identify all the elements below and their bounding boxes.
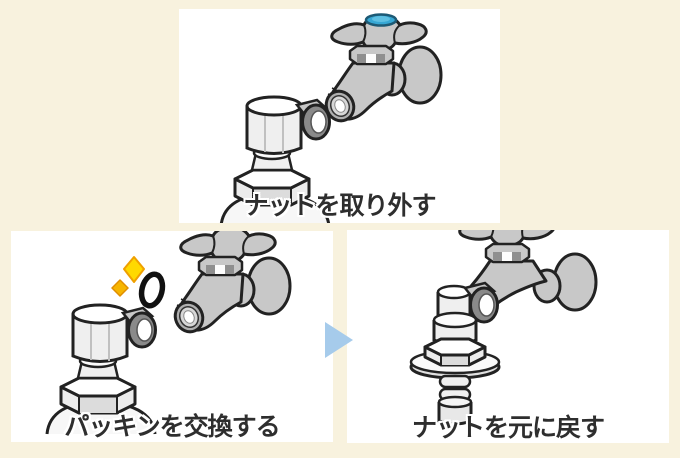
- faucet-illustration-step3: [409, 230, 598, 426]
- faucet-illustration-step1: [179, 13, 443, 223]
- step-panel-1: ナットを取り外す: [179, 9, 500, 223]
- arrow-right-icon: [325, 322, 353, 358]
- o-ring-packing: [138, 271, 166, 309]
- faucet-valve-removed: [320, 13, 443, 127]
- faucet-valve-removed: [169, 231, 292, 338]
- step-caption-3: ナットを元に戻す: [411, 413, 605, 442]
- sparkle-icon: [123, 256, 145, 283]
- reassembled-stack: [409, 281, 501, 426]
- faucet-illustration-step2: [11, 231, 292, 442]
- step-caption-2: パッキンを交換する: [64, 412, 280, 441]
- arrow-right-triangle: [325, 322, 353, 358]
- sparkle-icon: [111, 279, 129, 297]
- step-panel-3: ナットを元に戻す: [347, 230, 669, 443]
- step-caption-1: ナットを取り外す: [243, 191, 436, 220]
- step-panel-2: パッキンを交換する: [11, 231, 333, 442]
